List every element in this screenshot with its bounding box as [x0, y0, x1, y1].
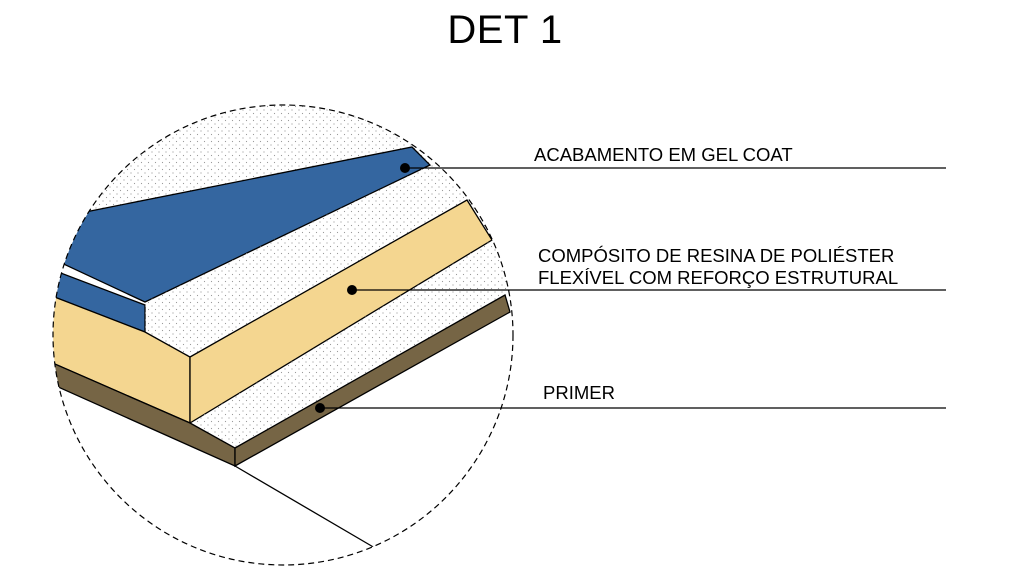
substrate-surface-lower	[190, 240, 513, 448]
label-primer: PRIMER	[543, 382, 615, 403]
label-gel-coat: ACABAMENTO EM GEL COAT	[534, 144, 793, 165]
detail-circle	[52, 104, 514, 566]
substrate-edge	[234, 465, 376, 549]
substrate-surface-middle	[145, 120, 513, 357]
leader-dot-primer	[315, 403, 325, 413]
leader-dot-composite	[347, 285, 357, 295]
diagram-title: DET 1	[447, 8, 563, 52]
primer-side	[234, 294, 511, 468]
label-composite-line2: FLEXÍVEL COM REFORÇO ESTRUTURAL	[538, 267, 898, 288]
label-composite-line1: COMPÓSITO DE RESINA DE POLIÉSTER	[538, 245, 894, 266]
leader-dot-gel-coat	[400, 163, 410, 173]
detail-circle-content	[53, 105, 513, 549]
